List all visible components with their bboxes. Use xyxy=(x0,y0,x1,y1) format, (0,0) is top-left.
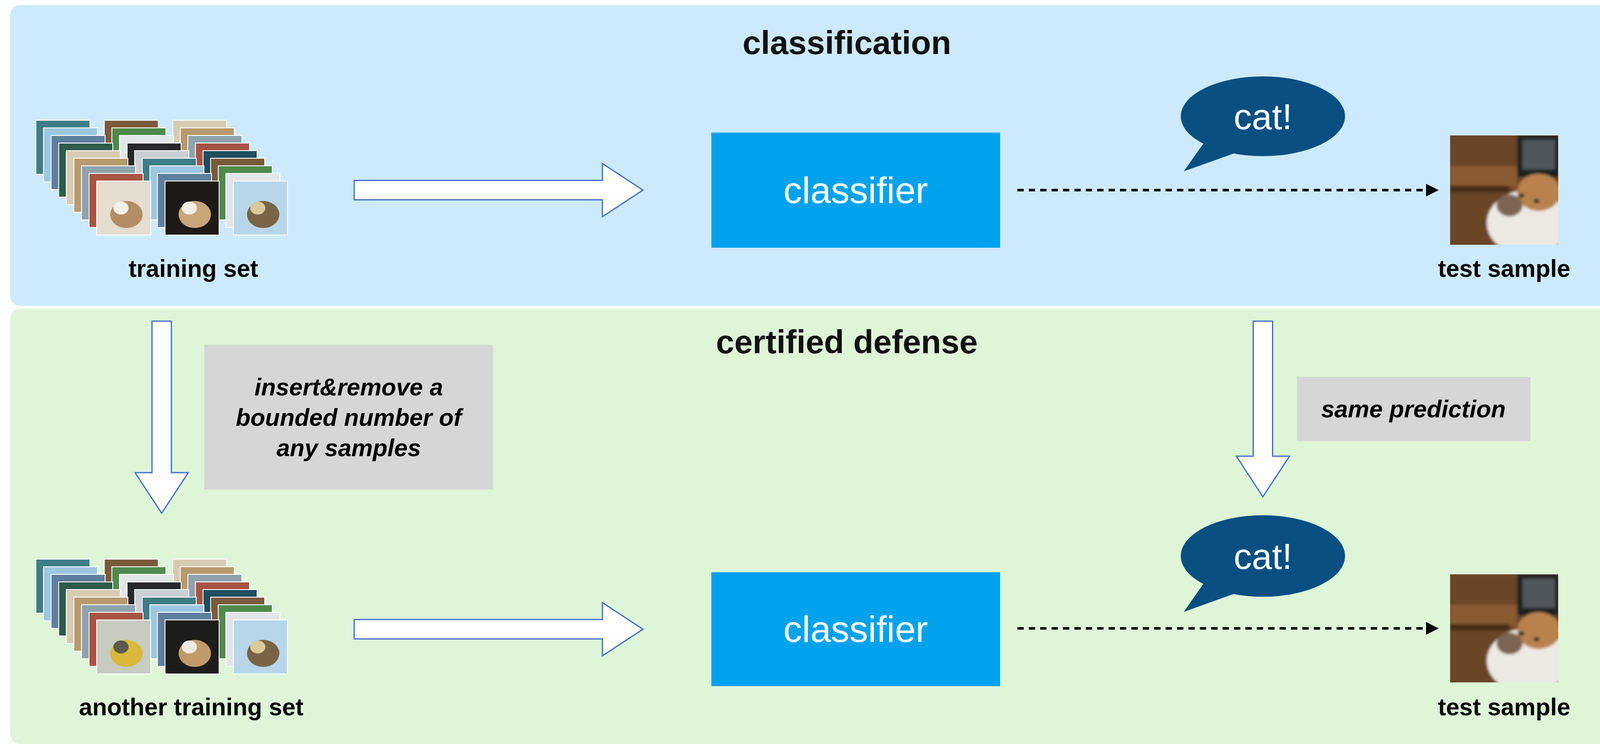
edge-label-box: insert&remove a bounded number of any sa… xyxy=(204,344,494,490)
thumbnail-ground xyxy=(165,620,220,675)
block-arrow-shape xyxy=(135,321,189,514)
image-caption: another training set xyxy=(78,693,304,722)
test-image: test sample xyxy=(1450,574,1559,683)
test-image: test sample xyxy=(1450,135,1559,245)
thumbnail-detail xyxy=(113,640,129,654)
dashed-line xyxy=(1017,627,1427,630)
box-label: classifier xyxy=(783,169,928,212)
block-arrow xyxy=(1236,321,1290,497)
image-caption-wrap: training set xyxy=(128,254,258,283)
edge-label: insert&remove a bounded number of any sa… xyxy=(221,371,477,464)
photo-cat-eye xyxy=(1533,637,1540,642)
photo-art xyxy=(1450,574,1559,683)
band-heading-wrap: classification xyxy=(742,23,952,62)
image-stack-art xyxy=(35,120,288,236)
edge-label: same prediction xyxy=(1320,393,1506,425)
band-heading: certified defense xyxy=(715,322,978,361)
classifier-box: classifier xyxy=(711,132,1001,248)
photo-cat-face xyxy=(1496,194,1523,217)
thumbnail-ground xyxy=(233,620,288,675)
thumbnail-detail xyxy=(250,201,266,215)
photo-cat-patch xyxy=(1517,612,1559,650)
thumbnail-ground xyxy=(96,620,151,675)
photo-content xyxy=(1450,135,1559,245)
thumbnail-subject xyxy=(110,200,143,228)
block-arrow-shape xyxy=(354,602,643,657)
photo-content xyxy=(1450,574,1559,683)
thumbnail-ground xyxy=(165,181,220,236)
band-heading: classification xyxy=(742,23,952,62)
photo-shelf xyxy=(1450,604,1518,627)
image-thumbnail xyxy=(96,181,151,236)
photo-shelf-edge xyxy=(1450,624,1510,631)
arrow-head xyxy=(1426,184,1439,197)
image-caption-wrap: another training set xyxy=(78,693,304,722)
speech-bubble: cat! xyxy=(1180,76,1346,157)
block-arrow xyxy=(354,163,643,217)
image-thumbnail xyxy=(233,620,288,675)
bubble-label: cat! xyxy=(1233,96,1293,137)
photo-cat-eye xyxy=(1518,631,1525,637)
photo-cat-eye xyxy=(1533,198,1540,204)
photo-monitor xyxy=(1517,135,1559,177)
image-caption: test sample xyxy=(1437,693,1571,722)
image-caption-wrap: test sample xyxy=(1437,693,1571,722)
box-label: classifier xyxy=(783,608,928,651)
dashed-line xyxy=(1017,189,1427,192)
photo-shelf xyxy=(1450,166,1518,189)
photo-shelf-edge xyxy=(1450,185,1510,193)
photo-monitor xyxy=(1517,574,1559,616)
block-arrow xyxy=(135,321,189,514)
edge-label-box: same prediction xyxy=(1296,376,1531,442)
classifier-box: classifier xyxy=(711,572,1001,687)
band-heading-wrap: certified defense xyxy=(715,322,978,361)
dashed-arrow xyxy=(1017,184,1439,197)
image-caption-wrap: test sample xyxy=(1437,254,1571,283)
image-stack: training set xyxy=(35,120,288,236)
thumbnail-subject xyxy=(110,640,143,668)
dashed-arrow xyxy=(1017,622,1439,635)
thumbnail-ground xyxy=(96,181,151,236)
block-arrow xyxy=(354,602,643,657)
thumbnail-detail xyxy=(113,201,129,215)
photo-cat-patch xyxy=(1517,173,1559,212)
block-arrow-shape xyxy=(1236,321,1290,497)
photo-cat-eye xyxy=(1518,193,1525,198)
image-caption: test sample xyxy=(1437,254,1571,283)
thumbnail-subject xyxy=(178,640,212,668)
image-thumbnail xyxy=(96,620,151,675)
photo-screen xyxy=(1522,139,1556,170)
bubble-body xyxy=(1180,515,1346,597)
arrow-head xyxy=(1426,622,1439,635)
region-band: classification training set classifier cat!… xyxy=(10,5,1600,307)
photo-art xyxy=(1450,135,1559,245)
photo-screen xyxy=(1522,578,1556,608)
speech-bubble: cat! xyxy=(1180,515,1346,597)
thumbnail-subject xyxy=(178,200,212,228)
bubble-label: cat! xyxy=(1233,536,1293,577)
image-stack-art xyxy=(35,559,288,675)
block-arrow-shape xyxy=(354,163,643,217)
thumbnail-detail xyxy=(181,640,198,654)
image-thumbnail xyxy=(165,181,220,236)
bubble-body xyxy=(1180,76,1346,157)
image-thumbnail xyxy=(165,620,220,675)
image-caption: training set xyxy=(128,254,258,283)
thumbnail-subject xyxy=(246,200,280,228)
photo-cat-face xyxy=(1496,632,1523,655)
thumbnail-detail xyxy=(181,201,198,215)
thumbnail-detail xyxy=(250,640,266,654)
thumbnail-subject xyxy=(246,640,280,668)
image-thumbnail xyxy=(233,181,288,236)
image-stack: another training set xyxy=(35,559,288,675)
thumbnail-ground xyxy=(233,181,288,236)
